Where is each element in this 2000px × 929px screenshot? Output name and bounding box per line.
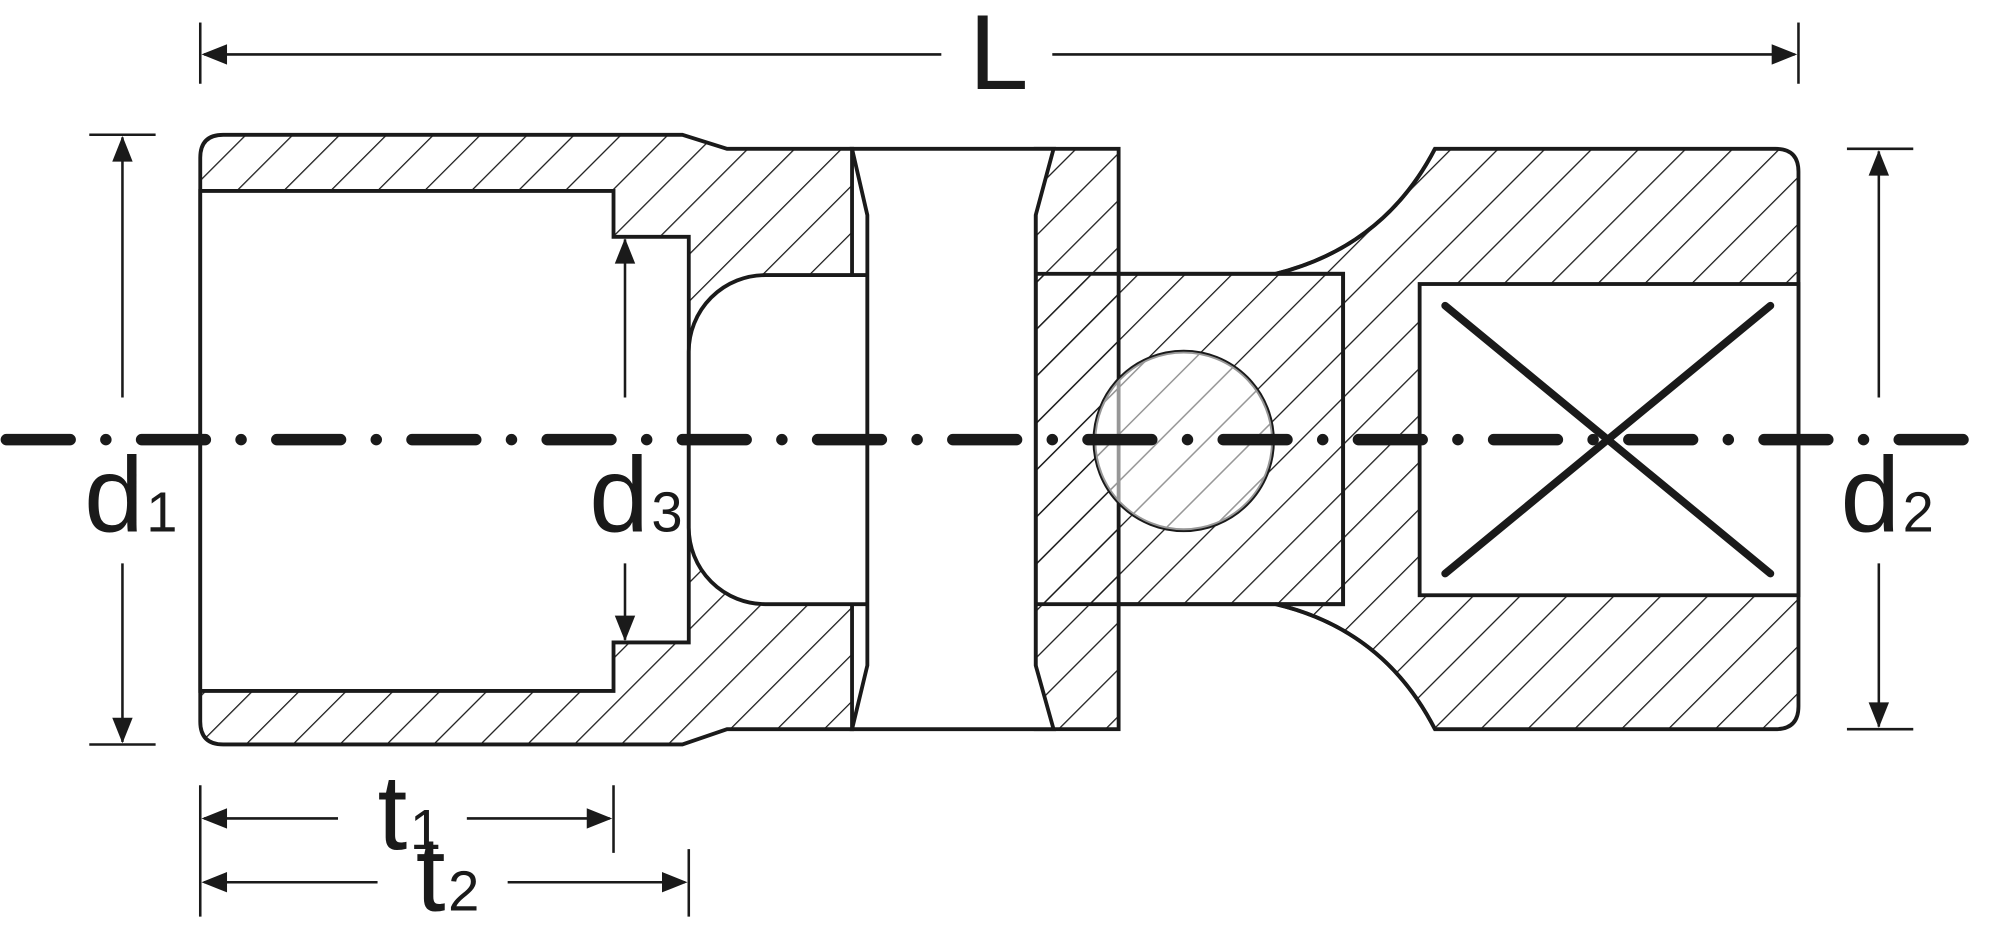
label-L: L (969, 0, 1029, 112)
label-t1-sub: 1 (410, 798, 441, 861)
label-t1: t (378, 752, 408, 872)
dimension-d3: d3 (589, 238, 683, 642)
label-t2: t (416, 813, 446, 929)
label-d1-sub: 1 (146, 480, 177, 543)
svg-text:d1: d1 (84, 434, 177, 554)
svg-text:t1: t1 (378, 752, 442, 872)
dimension-d2: d2 (1841, 147, 1934, 731)
label-d2: d (1841, 434, 1901, 554)
dimension-L: L (198, 0, 1800, 112)
dimension-t2: t2 (201, 813, 691, 929)
label-d3-sub: 3 (651, 480, 682, 543)
svg-text:t2: t2 (416, 813, 480, 929)
svg-text:d3: d3 (589, 434, 682, 554)
label-d3: d (589, 434, 649, 554)
label-d1: d (84, 434, 144, 554)
label-t2-sub: 2 (448, 859, 479, 922)
dimension-d1: d1 (84, 133, 178, 746)
label-d2-sub: 2 (1903, 480, 1934, 543)
dimension-t1: t1 (198, 752, 615, 917)
square-drive (1417, 282, 1801, 598)
svg-text:d2: d2 (1841, 434, 1934, 554)
